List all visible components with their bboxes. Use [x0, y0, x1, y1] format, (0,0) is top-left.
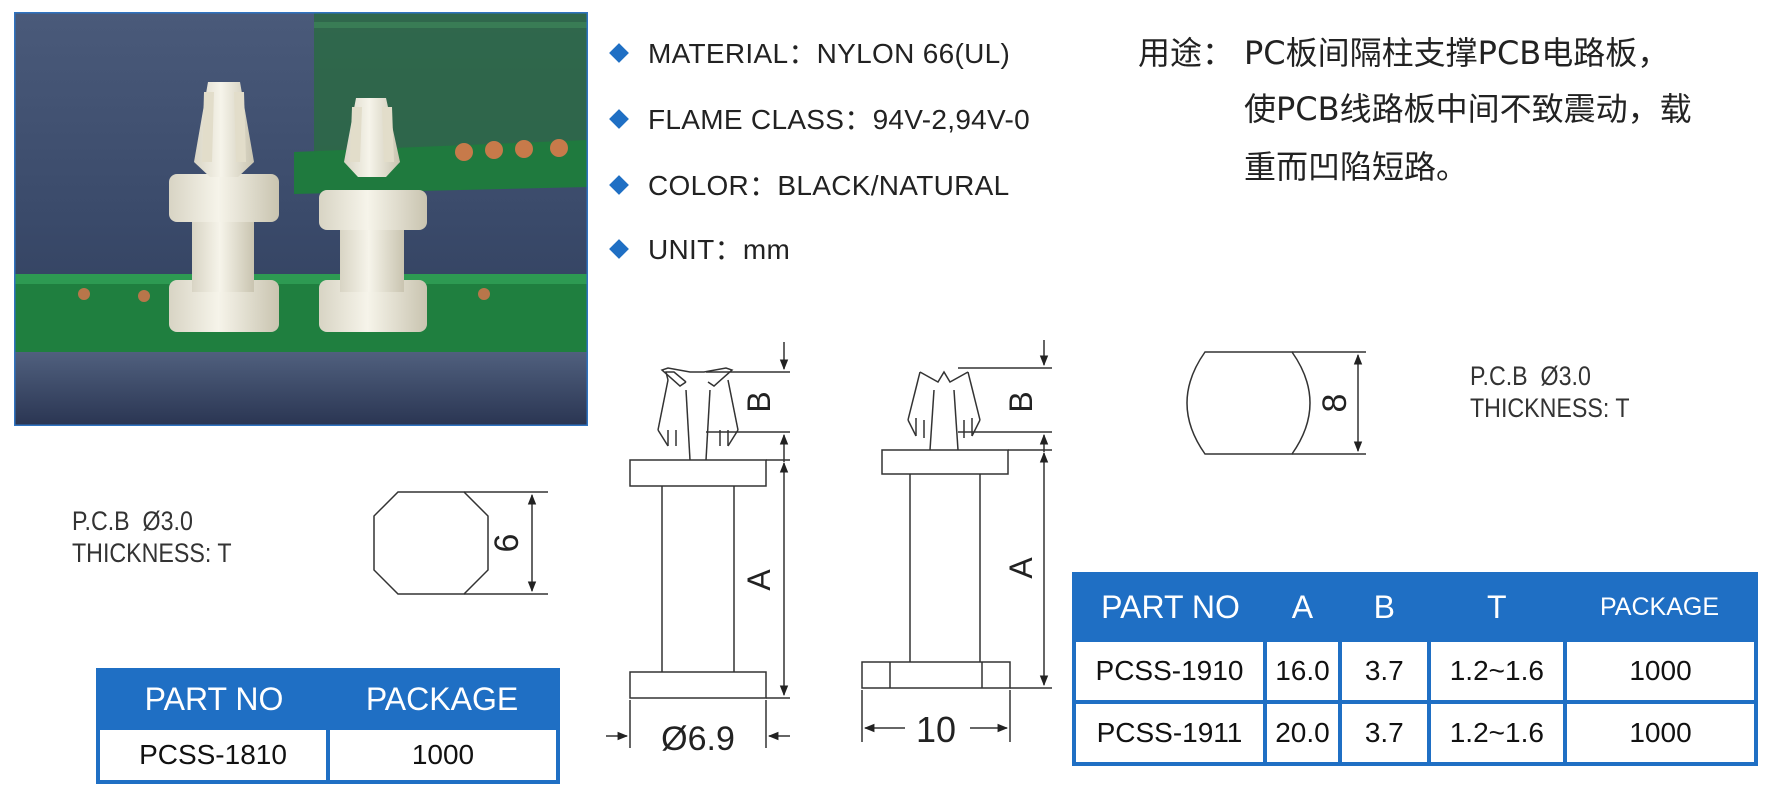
- pcb-pad: [478, 288, 490, 300]
- pcb-pad: [485, 141, 503, 159]
- spec-value: BLACK/NATURAL: [777, 170, 1010, 201]
- pcb-pad: [550, 139, 568, 157]
- hole-left-dimension: 6: [488, 534, 526, 553]
- pcb-pad: [455, 143, 473, 161]
- right-dim-width: 10: [916, 709, 956, 750]
- part-table-pcss-1810: PART NO PACKAGE PCSS-1810 1000: [96, 668, 560, 784]
- table-row: PCSS-1910 16.0 3.7 1.2~1.6 1000: [1072, 638, 1758, 704]
- col-part-no: PART NO: [98, 670, 328, 728]
- pcb-pad: [515, 140, 533, 158]
- left-dim-a: A: [741, 569, 777, 591]
- cell-t: 1.2~1.6: [1426, 700, 1568, 766]
- col-b: B: [1339, 574, 1429, 640]
- cell-t: 1.2~1.6: [1426, 638, 1568, 704]
- pcb-diameter-text: P.C.B Ø3.0: [1470, 361, 1591, 391]
- spec-value: NYLON 66(UL): [816, 38, 1011, 69]
- cell-a: 16.0: [1262, 638, 1342, 704]
- spec-unit: UNIT：mm: [609, 228, 791, 268]
- spacer-right-drawing: [861, 340, 1052, 742]
- left-dim-diameter: Ø6.9: [661, 720, 735, 758]
- hole-right-dimension: 8: [1316, 394, 1354, 413]
- spec-material: MATERIAL：NYLON 66(UL): [609, 32, 1011, 72]
- usage-line-1: PC板间隔柱支撑PCB电路板，: [1244, 34, 1670, 72]
- cell-part-no: PCSS-1810: [96, 726, 330, 784]
- table-row: PCSS-1810 1000: [96, 726, 560, 784]
- spec-value: 94V-2,94V-0: [872, 104, 1030, 135]
- col-package: PACKAGE: [1565, 574, 1756, 640]
- cell-b: 3.7: [1337, 700, 1431, 766]
- spacer-left-photo: [169, 82, 279, 332]
- spacer-left-drawing: [606, 342, 790, 748]
- hole-octagon-drawing: [373, 491, 548, 595]
- hole-d-shape-drawing: [1186, 351, 1366, 455]
- right-dim-b: B: [1003, 391, 1039, 412]
- cell-package: 1000: [326, 726, 560, 784]
- spec-label: MATERIAL：: [648, 38, 817, 69]
- spec-value: mm: [742, 234, 791, 265]
- thickness-text: THICKNESS: T: [72, 538, 232, 568]
- pcb-pad: [78, 288, 90, 300]
- table-row: PCSS-1911 20.0 3.7 1.2~1.6 1000: [1072, 700, 1758, 766]
- hole-left-note: P.C.B Ø3.0 THICKNESS: T: [72, 505, 232, 569]
- cell-package: 1000: [1563, 700, 1758, 766]
- spec-label: UNIT：: [648, 234, 743, 265]
- product-photo: [14, 12, 588, 426]
- spec-color: COLOR：BLACK/NATURAL: [609, 164, 1010, 204]
- right-dim-a: A: [1003, 557, 1039, 579]
- cell-package: 1000: [1563, 638, 1758, 704]
- thickness-text: THICKNESS: T: [1470, 393, 1630, 423]
- spacer-right-photo: [319, 98, 427, 332]
- col-a: A: [1264, 574, 1340, 640]
- col-package: PACKAGE: [328, 670, 558, 728]
- pcb-diameter-text: P.C.B Ø3.0: [72, 506, 193, 536]
- usage-line-3: 重而凹陷短路。: [1244, 148, 1469, 186]
- hole-right-note: P.C.B Ø3.0 THICKNESS: T: [1470, 360, 1630, 424]
- usage-line-2: 使PCB线路板中间不致震动，载: [1244, 90, 1692, 128]
- spec-label: COLOR：: [648, 170, 778, 201]
- cell-a: 20.0: [1262, 700, 1342, 766]
- left-dim-b: B: [741, 391, 777, 412]
- usage-label: 用途：: [1138, 34, 1235, 72]
- cell-b: 3.7: [1337, 638, 1431, 704]
- table-header-row: PART NO A B T PACKAGE: [1074, 574, 1756, 640]
- spec-label: FLAME CLASS：: [648, 104, 873, 135]
- cell-part-no: PCSS-1910: [1072, 638, 1267, 704]
- col-t: T: [1428, 574, 1566, 640]
- col-part-no: PART NO: [1074, 574, 1265, 640]
- spec-flame-class: FLAME CLASS：94V-2,94V-0: [609, 98, 1030, 138]
- cell-part-no: PCSS-1911: [1072, 700, 1267, 766]
- pcb-pad: [138, 290, 150, 302]
- part-table-pcss-1910: PART NO A B T PACKAGE PCSS-1910 16.0 3.7…: [1072, 572, 1758, 766]
- table-header-row: PART NO PACKAGE: [98, 670, 558, 728]
